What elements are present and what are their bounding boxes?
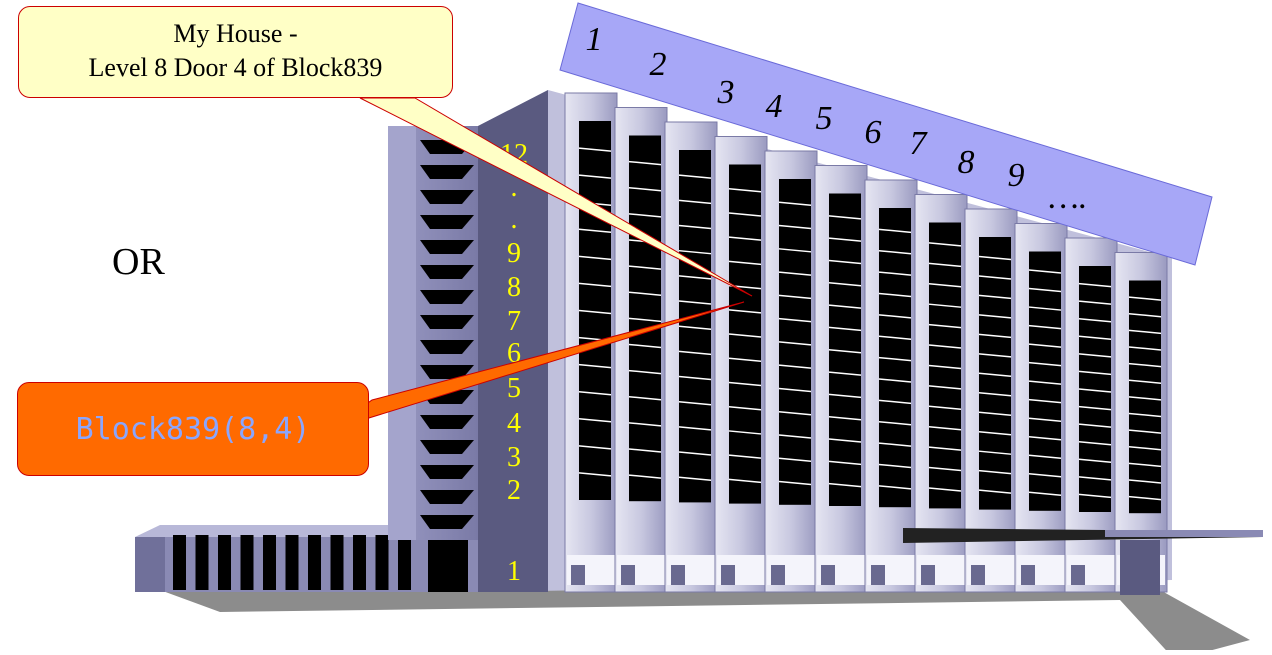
floor-number: 8: [507, 272, 521, 303]
wing-window: [240, 535, 254, 590]
stair-step: [420, 290, 474, 304]
stair-step: [420, 465, 474, 479]
wing-window: [263, 535, 276, 590]
entrance-canopy: [903, 528, 1263, 595]
house-callout: My House - Level 8 Door 4 of Block839: [18, 6, 453, 98]
floor-number-column: [478, 90, 548, 592]
door-number: ….: [1049, 179, 1088, 216]
stair-step: [420, 440, 474, 454]
door-column: [914, 194, 968, 593]
wing-window: [330, 535, 344, 590]
door-column: [964, 208, 1018, 593]
floor-number: .: [511, 204, 518, 235]
wing-window: [398, 535, 411, 590]
door-number: 2: [650, 46, 667, 83]
door-number: 9: [1008, 157, 1025, 194]
stair-step: [420, 365, 474, 379]
ground-shadow: [160, 578, 1250, 655]
door-number: 1: [586, 21, 603, 58]
stair-step: [420, 215, 474, 229]
floor-number: 7: [507, 306, 521, 337]
door-columns: [564, 92, 1168, 593]
tuple-callout: Block839(8,4): [17, 382, 369, 476]
door-number: 8: [958, 144, 975, 181]
floor-number: 2: [507, 475, 521, 506]
wing-window: [218, 535, 231, 590]
stair-step: [420, 315, 474, 329]
stair-step: [420, 190, 474, 204]
floor-number: 3: [507, 442, 521, 473]
wing-window: [195, 535, 209, 590]
wing-window: [353, 535, 366, 590]
or-label: OR: [112, 241, 165, 283]
stair-step: [420, 340, 474, 354]
door-number: 3: [717, 74, 735, 111]
stair-step: [420, 490, 474, 504]
stair-step: [420, 240, 474, 254]
door-column: [614, 107, 668, 593]
door-column: [864, 179, 918, 593]
floor-number: 9: [507, 238, 521, 269]
door-number: 5: [816, 100, 833, 137]
wing-window: [375, 535, 389, 590]
door-number: 4: [766, 88, 783, 125]
door-number: 6: [865, 114, 882, 151]
wing-window: [173, 535, 186, 590]
tuple-callout-label: Block839(8,4): [75, 411, 311, 447]
stair-step: [420, 165, 474, 179]
wing-window: [308, 535, 321, 590]
house-callout-pointer: [359, 97, 753, 297]
floor-number: .: [511, 172, 518, 203]
stair-step: [420, 265, 474, 279]
stair-step: [420, 515, 474, 529]
door-column: [664, 121, 718, 593]
door-number-banner: [559, 2, 1213, 266]
floor-number: 1: [507, 556, 521, 587]
stair-tower: [388, 126, 478, 592]
house-callout-line1: My House -: [173, 19, 298, 48]
wing-window: [285, 535, 299, 590]
house-callout-line2: Level 8 Door 4 of Block839: [88, 53, 383, 82]
door-number: 7: [910, 125, 929, 162]
floor-number: 4: [507, 408, 521, 439]
door-column: [714, 136, 768, 593]
door-column: [814, 165, 868, 593]
stair-step: [420, 415, 474, 429]
floor-number: 5: [507, 373, 521, 404]
door-column: [764, 150, 818, 593]
